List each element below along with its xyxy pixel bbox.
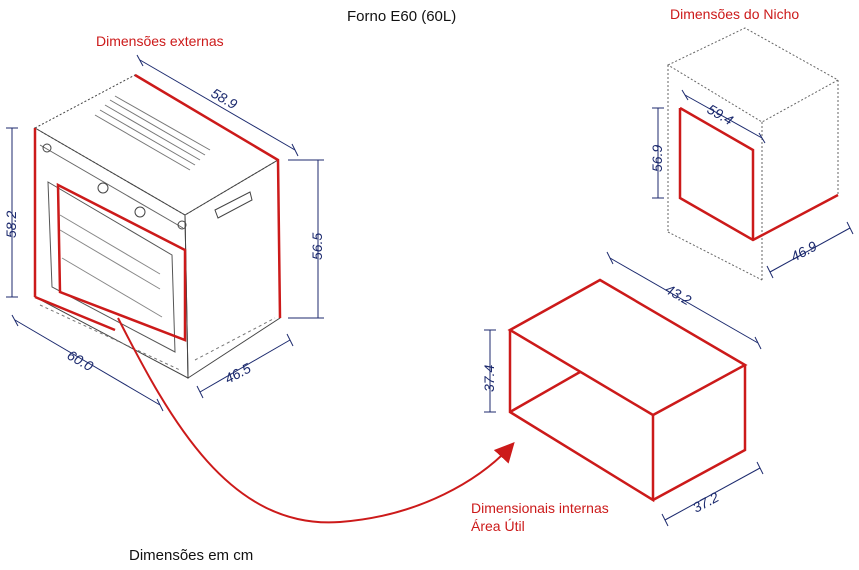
- label-internal-area: Área Útil: [471, 518, 525, 534]
- dim-ext-depth: 58.9: [209, 85, 241, 113]
- internal-dimension-lines: [484, 251, 764, 527]
- dim-int-depth: 37.2: [690, 489, 722, 516]
- label-internal-dimensions: Dimensionais internas: [471, 500, 609, 516]
- niche-dimension-lines: [652, 89, 854, 279]
- dim-niche-depth: 46.9: [788, 238, 820, 265]
- dim-ext-width: 60.0: [65, 347, 97, 375]
- internal-box: [507, 278, 748, 503]
- label-external-dimensions: Dimensões externas: [96, 33, 224, 49]
- niche-red-outline: [678, 106, 839, 242]
- dim-ext-height-front: 58.2: [3, 211, 19, 238]
- connector-arrow: [117, 317, 515, 524]
- oven-red-outline: [33, 73, 282, 342]
- label-units: Dimensões em cm: [129, 547, 254, 564]
- diagram-title: Forno E60 (60L): [347, 8, 457, 25]
- label-niche-dimensions: Dimensões do Nicho: [670, 6, 800, 22]
- dim-ext-height-side: 56.5: [309, 233, 325, 260]
- dim-niche-height: 56.9: [649, 145, 665, 172]
- niche-drawing: [666, 27, 840, 281]
- dim-int-height: 37.4: [481, 365, 497, 392]
- oven-dimension-lines: [6, 54, 324, 412]
